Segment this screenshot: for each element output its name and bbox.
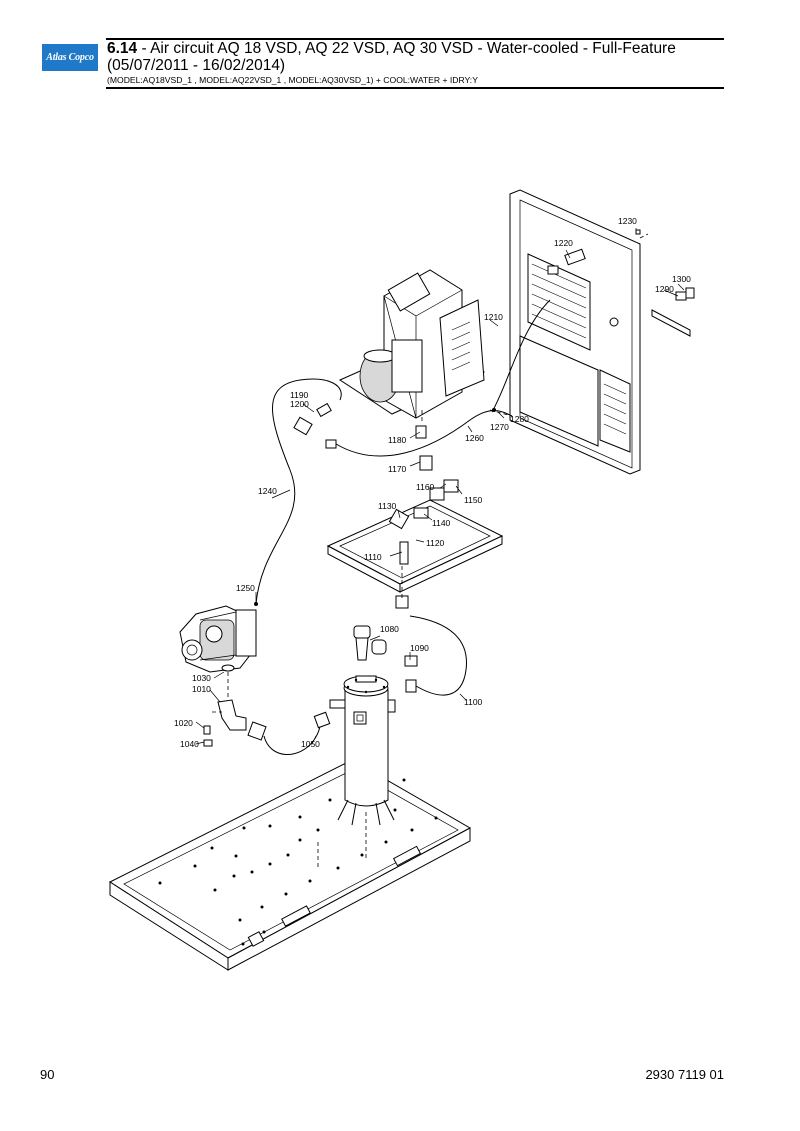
hoses: [254, 299, 551, 755]
hose-1100: [409, 615, 467, 696]
base-frame: [108, 759, 472, 971]
part-number-labels: 1230 1220 1300 1290 1210 1190 1200 1280 …: [174, 216, 691, 749]
label-1130: 1130: [378, 501, 397, 511]
label-1170: 1170: [388, 464, 407, 474]
label-1200: 1200: [290, 399, 309, 409]
label-1260: 1260: [465, 433, 484, 443]
label-1020: 1020: [174, 718, 193, 728]
atlas-copco-logo: Atlas Copco: [42, 44, 98, 71]
label-1160: 1160: [416, 482, 435, 492]
label-1290: 1290: [655, 284, 674, 294]
label-1180: 1180: [388, 435, 407, 445]
logo-text: Atlas Copco: [46, 52, 94, 63]
model-subtitle: (MODEL:AQ18VSD_1 , MODEL:AQ22VSD_1 , MOD…: [107, 75, 478, 85]
separator-vessel: [317, 675, 396, 870]
page-number: 90: [40, 1067, 55, 1082]
cabinet-panel: [489, 189, 695, 475]
hose-1210: [491, 299, 551, 413]
document-number: 2930 7119 01: [645, 1067, 724, 1082]
label-1270: 1270: [490, 422, 509, 432]
label-1080: 1080: [380, 624, 399, 634]
label-1150: 1150: [464, 495, 483, 505]
label-1210: 1210: [484, 312, 503, 322]
hose-1260: [335, 410, 513, 457]
inlet-elbow-group: [203, 699, 267, 747]
header-rule-bottom: [106, 87, 724, 89]
label-1140: 1140: [432, 518, 451, 528]
compressor-element: [179, 605, 257, 700]
label-1120: 1120: [426, 538, 445, 548]
refrigeration-dryer-unit: [338, 269, 486, 424]
section-number: 6.14: [107, 40, 138, 57]
page-title: 6.14 - Air circuit AQ 18 VSD, AQ 22 VSD,…: [107, 40, 727, 74]
dryer-plate: [326, 425, 504, 609]
label-1010: 1010: [192, 684, 211, 694]
header-rule-top: [106, 38, 724, 40]
label-1090: 1090: [410, 643, 429, 653]
label-1250: 1250: [236, 583, 255, 593]
label-1230: 1230: [618, 216, 637, 226]
label-1100: 1100: [464, 697, 483, 707]
label-1280: 1280: [510, 414, 529, 424]
leader-lines: [195, 228, 685, 745]
label-1110: 1110: [364, 552, 382, 562]
label-1240: 1240: [258, 486, 277, 496]
section-title: - Air circuit AQ 18 VSD, AQ 22 VSD, AQ 3…: [107, 40, 676, 74]
label-1190: 1190: [290, 390, 309, 400]
label-1300: 1300: [672, 274, 691, 284]
label-1050: 1050: [301, 739, 320, 749]
hose-1240: [255, 378, 342, 605]
minimum-pressure-valve: [353, 625, 418, 693]
label-1220: 1220: [554, 238, 573, 248]
label-1040: 1040: [180, 739, 199, 749]
label-1030: 1030: [192, 673, 211, 683]
